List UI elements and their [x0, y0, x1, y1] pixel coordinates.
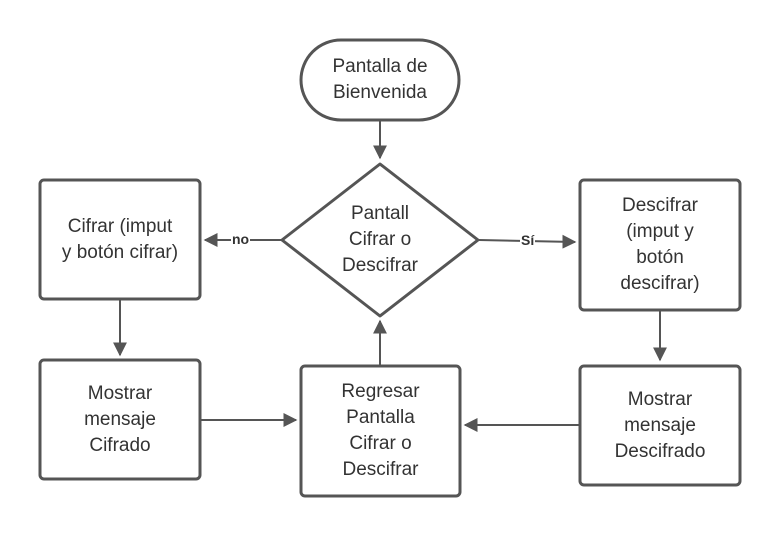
- start-node-shape: [299, 38, 461, 122]
- decrypt-node-label: Descifrar (imput y botón descifrar): [620, 195, 700, 294]
- decrypt-node-shape: [578, 178, 742, 312]
- show-decrypted-node-label: Mostrar mensaje Descifrado: [614, 388, 706, 462]
- edge-label-no: no: [231, 231, 251, 247]
- decision-node-label: Pantall Cifrar o Descifrar: [341, 203, 418, 276]
- start-node-label: Pantalla de Bienvenida: [332, 56, 428, 103]
- return-node-shape: [299, 364, 462, 498]
- decision-node-shape: [280, 162, 480, 318]
- show-encrypted-node-label: Mostrar mensaje Cifrado: [84, 382, 156, 456]
- edge-label-yes: Sí: [520, 232, 536, 248]
- show-encrypted-node-shape: [38, 358, 202, 481]
- encrypt-node-shape: [38, 178, 202, 301]
- encrypt-node-label: Cifrar (imput y botón cifrar): [61, 215, 179, 263]
- return-node-label: Regresar Pantalla Cifrar o Descifrar: [341, 381, 420, 480]
- show-decrypted-node-shape: [578, 364, 742, 487]
